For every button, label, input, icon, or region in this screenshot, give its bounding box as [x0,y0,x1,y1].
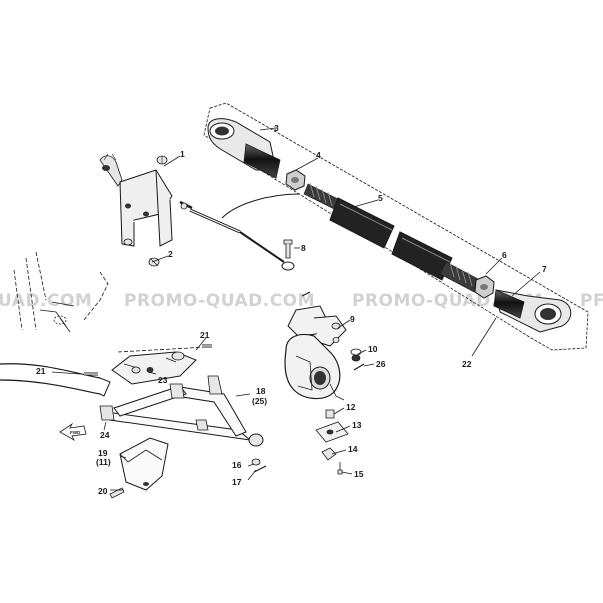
callout-13: 13 [352,420,362,430]
callout-5: 5 [378,193,383,203]
steering-bracket [99,153,193,267]
callout-18: 18 [256,386,266,396]
watermark-text-1: UAD.COM [0,291,93,311]
watermark-text-4: PF [580,291,603,311]
callout-15: 15 [354,469,364,479]
callout-21-left: 21 [36,366,46,376]
callout-17: 17 [232,477,242,487]
drag-link [189,208,295,271]
part-4-nut [285,169,306,191]
callout-3: 3 [274,123,279,133]
callout-10: 10 [368,344,378,354]
frame-left [0,251,215,397]
callout-11: (11) [96,457,111,467]
callout-14: 14 [348,444,358,454]
skid-plate [109,437,169,499]
leader-lines [51,127,541,491]
knuckle-hardware [251,322,365,475]
callout-1: 1 [180,149,185,159]
watermark-text-2: PROMO-QUAD.COM [124,291,316,311]
part-5-tie-rod [303,182,481,293]
lower-arm-bracket [84,344,212,385]
tie-rod-assembly-outline [203,102,589,351]
part-3-rod-end [207,118,281,179]
callout-4: 4 [316,150,321,160]
callout-26: 26 [376,359,386,369]
callout-23: 23 [158,375,168,385]
steering-knuckle [284,291,347,401]
part-6-nut [474,275,495,299]
a-arm [99,375,264,447]
callout-2: 2 [168,249,173,259]
callout-12: 12 [346,402,356,412]
callout-labels: 3 4 5 6 7 1 2 8 9 10 26 12 13 14 15 16 1… [36,123,547,496]
callout-9: 9 [350,314,355,324]
callout-8: 8 [301,243,306,253]
callout-25: (25) [252,396,267,406]
fwd-label: FWD [70,430,81,435]
callout-19: 19 [98,448,108,458]
callout-6: 6 [502,250,507,260]
callout-7: 7 [542,264,547,274]
fwd-direction-arrow: FWD [59,422,87,442]
part-8-bolt [283,239,293,259]
callout-24: 24 [100,430,110,440]
part-7-rod-end [493,289,572,333]
callout-16: 16 [232,460,242,470]
callout-21-upper: 21 [200,330,210,340]
callout-22: 22 [462,359,472,369]
callout-20: 20 [98,486,108,496]
assembly-pointer-curve [221,193,301,219]
